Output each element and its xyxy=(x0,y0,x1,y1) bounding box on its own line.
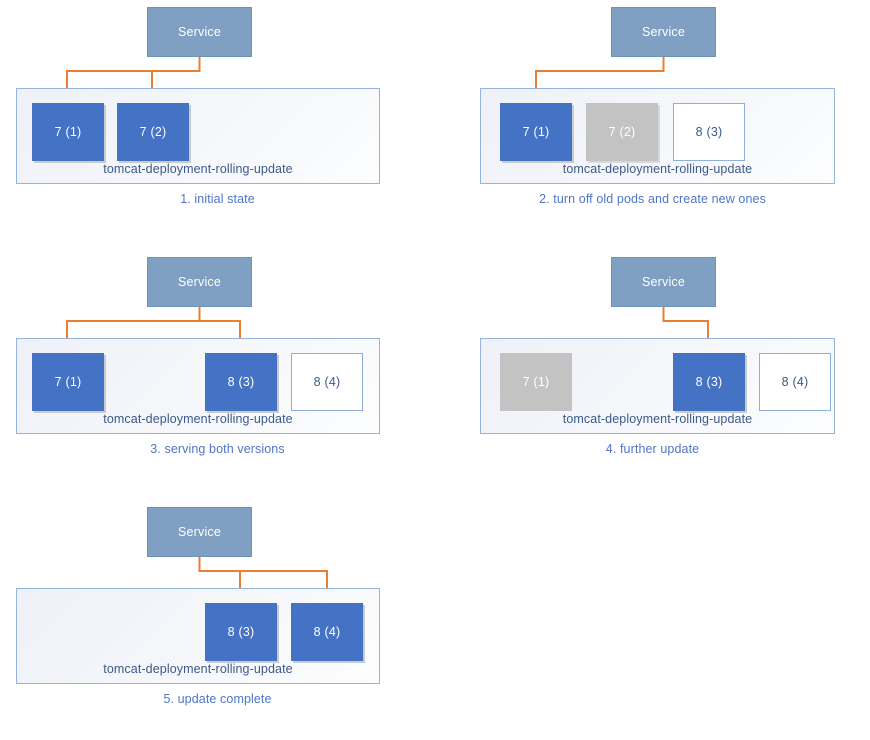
pod-label: 8 (3) xyxy=(227,625,255,639)
panel-caption: 3. serving both versions xyxy=(150,442,285,456)
panel-3: Service tomcat-deployment-rolling-update… xyxy=(0,250,435,490)
pod-8-4: 8 (4) xyxy=(291,353,363,411)
panel-5: Service tomcat-deployment-rolling-update… xyxy=(0,500,435,740)
service-label: Service xyxy=(641,25,686,39)
pod-label: 8 (3) xyxy=(695,125,723,139)
pod-label: 8 (4) xyxy=(313,625,341,639)
panel-2: Service tomcat-deployment-rolling-update… xyxy=(435,0,870,240)
pod-label: 7 (2) xyxy=(608,125,636,139)
service-box: Service xyxy=(611,257,716,307)
pod-8-4: 8 (4) xyxy=(759,353,831,411)
deployment-name-label: tomcat-deployment-rolling-update xyxy=(103,162,293,176)
panel-caption: 4. further update xyxy=(605,442,700,456)
pod-label: 7 (1) xyxy=(54,375,82,389)
pod-8-3: 8 (3) xyxy=(205,353,277,411)
pod-7-1: 7 (1) xyxy=(32,103,104,161)
panel-caption: 5. update complete xyxy=(163,692,272,706)
service-label: Service xyxy=(177,275,222,289)
pod-label: 8 (3) xyxy=(227,375,255,389)
pod-label: 8 (4) xyxy=(313,375,341,389)
pod-8-4: 8 (4) xyxy=(291,603,363,661)
deployment-name-label: tomcat-deployment-rolling-update xyxy=(103,412,293,426)
pod-7-1: 7 (1) xyxy=(500,353,572,411)
pod-8-3: 8 (3) xyxy=(205,603,277,661)
pod-label: 7 (2) xyxy=(139,125,167,139)
pod-label: 7 (1) xyxy=(522,375,550,389)
service-label: Service xyxy=(177,525,222,539)
pod-label: 7 (1) xyxy=(54,125,82,139)
pod-8-3: 8 (3) xyxy=(673,103,745,161)
service-label: Service xyxy=(177,25,222,39)
pod-label: 8 (4) xyxy=(781,375,809,389)
service-label: Service xyxy=(641,275,686,289)
service-box: Service xyxy=(611,7,716,57)
pod-label: 8 (3) xyxy=(695,375,723,389)
deployment-name-label: tomcat-deployment-rolling-update xyxy=(562,162,753,176)
panel-caption: 1. initial state xyxy=(180,192,255,206)
rolling-update-diagram: Service tomcat-deployment-rolling-update… xyxy=(0,0,870,706)
pod-7-2: 7 (2) xyxy=(586,103,658,161)
pod-label: 7 (1) xyxy=(522,125,550,139)
panel-caption: 2. turn off old pods and create new ones xyxy=(539,192,766,206)
pod-7-1: 7 (1) xyxy=(32,353,104,411)
deployment-name-label: tomcat-deployment-rolling-update xyxy=(103,662,293,676)
pod-7-1: 7 (1) xyxy=(500,103,572,161)
deployment-name-label: tomcat-deployment-rolling-update xyxy=(562,412,753,426)
service-box: Service xyxy=(147,257,252,307)
service-box: Service xyxy=(147,7,252,57)
service-box: Service xyxy=(147,507,252,557)
panel-1: Service tomcat-deployment-rolling-update… xyxy=(0,0,435,240)
pod-8-3: 8 (3) xyxy=(673,353,745,411)
panel-4: Service tomcat-deployment-rolling-update… xyxy=(435,250,870,490)
pod-7-2: 7 (2) xyxy=(117,103,189,161)
